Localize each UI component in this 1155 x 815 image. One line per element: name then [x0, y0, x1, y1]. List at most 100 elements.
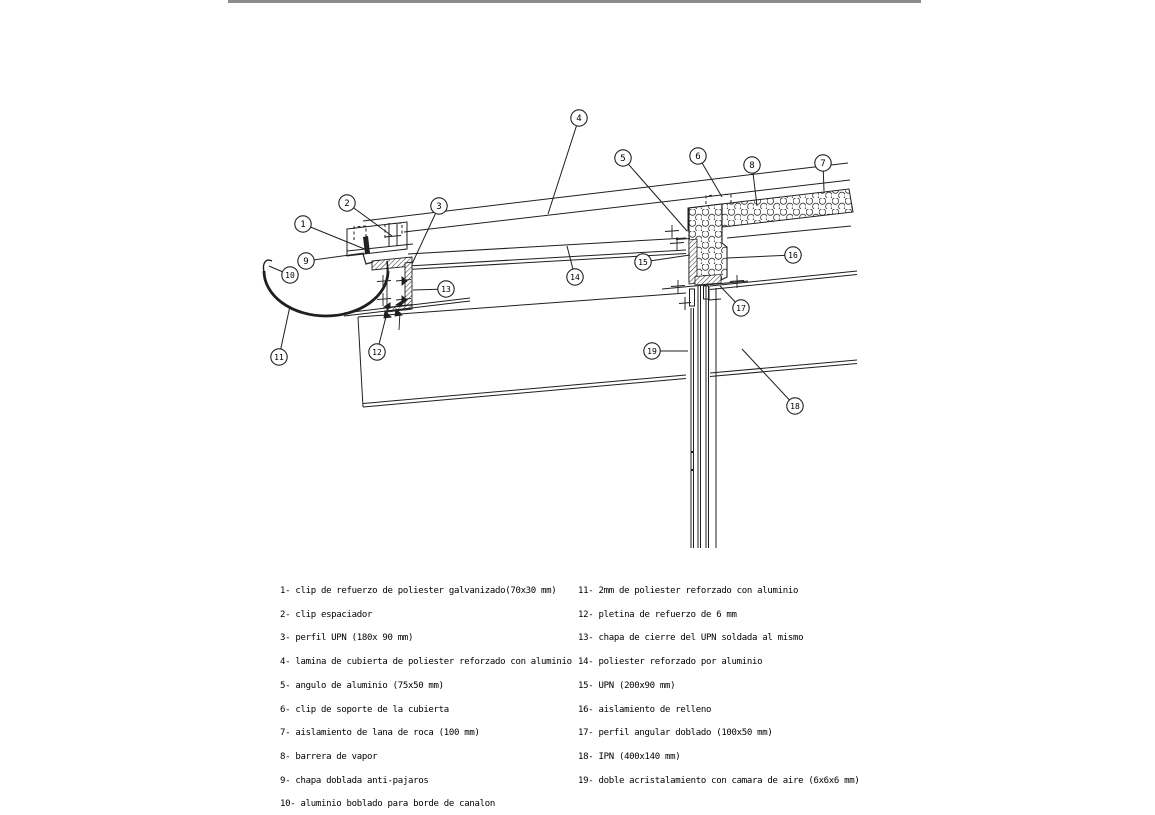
callout-number: 12	[372, 348, 382, 357]
callout-circle	[643, 342, 661, 360]
callout-7: 7	[814, 154, 832, 192]
callout-16: 16	[726, 246, 802, 264]
callout-leader-line	[305, 252, 365, 262]
callout-circle	[437, 280, 455, 298]
callout-number: 10	[285, 271, 295, 280]
callout-11: 11	[270, 305, 291, 366]
callout-number: 4	[576, 114, 581, 124]
callout-9: 9	[297, 252, 365, 270]
callout-circle	[689, 147, 707, 165]
callout-19: 19	[643, 342, 688, 360]
legend-item: 4- lamina de cubierta de poliester refor…	[280, 657, 572, 668]
upn-180-channel	[371, 256, 413, 331]
callout-leader-line	[302, 223, 368, 251]
callout-circle	[570, 109, 588, 127]
legend-item: 17- perfil angular doblado (100x50 mm)	[578, 728, 773, 739]
legend-item: 6- clip de soporte de la cubierta	[280, 704, 449, 715]
callout-circle	[297, 252, 315, 270]
callout-number: 1	[300, 220, 305, 230]
cover-support-clip	[705, 193, 732, 204]
legend-item: 12- pletina de refuerzo de 6 mm	[578, 609, 737, 620]
callout-leader-line	[726, 254, 794, 259]
legend-item: 9- chapa doblada anti-pajaros	[280, 775, 429, 786]
legend-item: 18- IPN (400x140 mm)	[578, 751, 681, 762]
callout-circle	[634, 253, 652, 271]
legend-item: 3- perfil UPN (180x 90 mm)	[280, 633, 414, 644]
legend-item: 7- aislamiento de lana de roca (100 mm)	[280, 728, 480, 739]
callout-17: 17	[719, 285, 750, 317]
callout-leader-line	[741, 348, 796, 407]
callout-18: 18	[741, 348, 804, 415]
junction-tick-marks	[661, 225, 749, 293]
gutter	[262, 259, 390, 318]
legend-item: 1- clip de refuerzo de poliester galvani…	[280, 586, 557, 596]
legend-item: 19- doble acristalamiento con camara de …	[578, 775, 860, 786]
callout-number: 19	[647, 347, 657, 356]
callout-4: 4	[547, 109, 588, 215]
legend-item: 10- aluminio boblado para borde de canal…	[280, 799, 495, 810]
callout-12: 12	[368, 304, 390, 361]
callout-number: 16	[788, 251, 798, 260]
callout-14: 14	[566, 245, 584, 286]
callout-number: 18	[790, 402, 800, 411]
callout-number: 14	[570, 273, 580, 282]
reinforcement-plate	[343, 297, 471, 317]
callout-circle	[614, 149, 632, 167]
callout-number: 7	[820, 159, 825, 169]
legend-item: 2- clip espaciador	[280, 609, 373, 620]
callout-leader-line	[622, 157, 688, 232]
callout-8: 8	[743, 156, 761, 207]
legend-item: 8- barrera de vapor	[280, 751, 378, 762]
rock-wool-insulation-band	[687, 188, 854, 232]
callout-circle	[281, 266, 299, 284]
galvanized-clip	[363, 236, 370, 254]
callout-circle	[430, 197, 448, 215]
legend-item: 11- 2mm de poliester reforzado con alumi…	[578, 586, 799, 596]
callout-number: 8	[749, 161, 754, 171]
callout-number: 17	[736, 304, 746, 313]
callout-circle	[732, 299, 750, 317]
callout-number: 9	[303, 257, 308, 267]
callout-10: 10	[268, 265, 299, 284]
callout-circle	[270, 348, 288, 366]
callout-1: 1	[294, 215, 368, 251]
callout-circle	[786, 397, 804, 415]
callout-13: 13	[412, 280, 455, 298]
legend-item: 15- UPN (200x90 mm)	[578, 680, 676, 691]
callout-5: 5	[614, 149, 688, 232]
callout-number: 15	[638, 258, 648, 267]
callout-number: 11	[274, 353, 284, 362]
callout-number: 3	[436, 202, 441, 212]
page-top-edge-bar	[228, 0, 921, 3]
callout-3: 3	[411, 197, 448, 265]
callout-circle	[338, 194, 356, 212]
callout-leader-line	[411, 205, 440, 265]
lower-skin-lines	[407, 225, 852, 270]
legend-item: 16- aislamiento de relleno	[578, 704, 712, 715]
callout-circle	[294, 215, 312, 233]
ipn-beam	[357, 270, 858, 408]
callout-circle	[784, 246, 802, 264]
callout-15: 15	[634, 253, 691, 271]
callout-leader-line	[346, 202, 393, 237]
callout-circle	[743, 156, 761, 174]
callout-number: 6	[695, 152, 700, 162]
anti-bird-plate	[362, 253, 374, 265]
callout-circle	[566, 268, 584, 286]
legend-item: 5- angulo de aluminio (75x50 mm)	[280, 680, 444, 691]
callout-circle	[814, 154, 832, 172]
callout-number: 2	[344, 199, 349, 209]
legend-item: 13- chapa de cierre del UPN soldada al m…	[578, 633, 804, 644]
upn-200-insulated-block	[688, 203, 728, 286]
callout-circle	[368, 343, 386, 361]
callout-number: 5	[620, 154, 625, 164]
callout-leader-line	[547, 117, 580, 215]
legend-item: 14- poliester reforzado por aluminio	[578, 657, 763, 668]
callout-number: 13	[441, 285, 451, 294]
callout-2: 2	[338, 194, 393, 237]
double-glazing	[678, 285, 722, 548]
eave-flashing-box	[346, 221, 414, 257]
